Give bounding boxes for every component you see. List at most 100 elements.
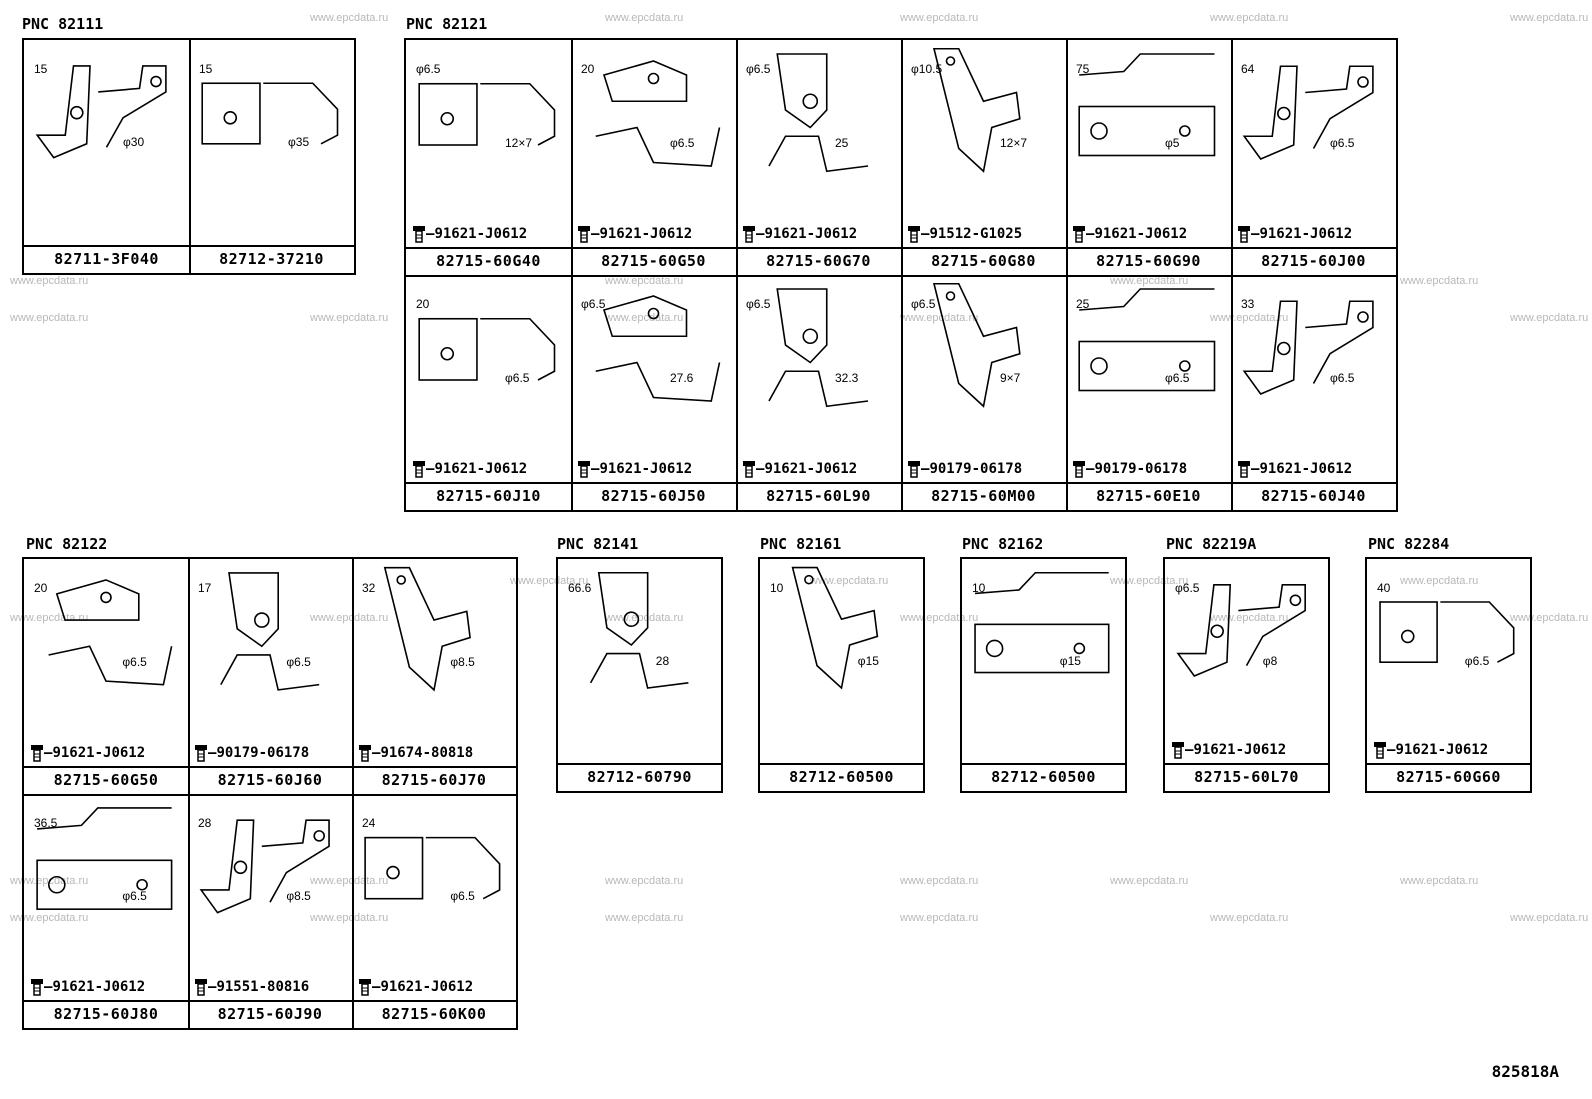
part-number[interactable]: 82715-60G60 <box>1367 763 1530 791</box>
part-number[interactable]: 82715-60G70 <box>736 247 901 275</box>
bolt-part-number[interactable]: —91621-J0612 <box>1171 741 1286 759</box>
bolt-part-number[interactable]: —91621-J0612 <box>412 225 527 243</box>
bolt-part-number[interactable]: —91621-J0612 <box>742 225 857 243</box>
part-number[interactable]: 82715-60G90 <box>1066 247 1231 275</box>
bolt-number: 90179-06178 <box>929 461 1023 477</box>
bolt-icon <box>413 461 425 478</box>
part-number[interactable]: 82715-60J50 <box>571 482 736 510</box>
pnc-82219a-label: PNC 82219A <box>1166 535 1257 553</box>
dimension-label: 32.3 <box>835 371 859 386</box>
part-number[interactable]: 82715-60G40 <box>406 247 571 275</box>
bolt-part-number[interactable]: —91621-J0612 <box>1237 460 1352 478</box>
bolt-part-number[interactable]: —90179-06178 <box>907 460 1022 478</box>
bolt-number: 91551-80816 <box>216 979 310 995</box>
bolt-part-number[interactable]: —91621-J0612 <box>30 978 145 996</box>
bolt-part-number[interactable]: —91621-J0612 <box>1237 225 1352 243</box>
bolt-icon <box>743 461 755 478</box>
part-number[interactable]: 82715-60L90 <box>736 482 901 510</box>
bolt-number: 90179-06178 <box>216 744 310 761</box>
bolt-part-number[interactable]: —91621-J0612 <box>742 460 857 478</box>
pnc-82122-label: PNC 82122 <box>26 535 108 553</box>
dimension-label: 15 <box>199 62 213 76</box>
part-number[interactable]: 82712-37210 <box>189 245 354 273</box>
bolt-part-number[interactable]: —90179-06178 <box>194 744 309 762</box>
bolt-number: 91621-J0612 <box>1094 226 1188 242</box>
part-number[interactable]: 82712-60790 <box>558 763 721 791</box>
dimension-label: 15 <box>34 62 48 76</box>
watermark: www.epcdata.ru <box>605 912 684 924</box>
bolt-number: 91621-J0612 <box>52 979 146 995</box>
bolt-part-number[interactable]: —91551-80816 <box>194 978 309 996</box>
part-number[interactable]: 82711-3F040 <box>24 245 189 273</box>
bolt-part-number[interactable]: —91621-J0612 <box>30 744 145 762</box>
part-number[interactable]: 82715-60J90 <box>188 1000 352 1028</box>
part-number[interactable]: 82715-60G50 <box>24 765 188 794</box>
part-number[interactable]: 82715-60G80 <box>901 247 1066 275</box>
watermark: www.epcdata.ru <box>310 875 389 887</box>
part-number[interactable]: 82715-60M00 <box>901 482 1066 510</box>
bolt-part-number[interactable]: —91621-J0612 <box>577 460 692 478</box>
bolt-part-number[interactable]: —91621-J0612 <box>1373 741 1488 759</box>
part-number[interactable]: 82715-60E10 <box>1066 482 1231 510</box>
part-number[interactable]: 82712-60500 <box>760 763 923 791</box>
part-drawing <box>974 571 1110 674</box>
dimension-label: 20 <box>416 297 430 311</box>
bolt-number: 91621-J0612 <box>1259 461 1353 477</box>
watermark: www.epcdata.ru <box>310 912 389 924</box>
part-number[interactable]: 82715-60K00 <box>352 1000 516 1028</box>
bolt-part-number[interactable]: —91621-J0612 <box>577 225 692 243</box>
bolt-part-number[interactable]: —91674-80818 <box>358 744 473 762</box>
part-number[interactable]: 82715-60J10 <box>406 482 571 510</box>
bolt-part-number[interactable]: —91621-J0612 <box>412 460 527 478</box>
bolt-part-number[interactable]: —91621-J0612 <box>358 978 473 996</box>
dimension-label: 12×7 <box>505 136 533 151</box>
dimension-label: φ6.5 <box>670 136 695 151</box>
part-drawing <box>1176 584 1306 677</box>
bolt-part-number[interactable]: —91512-G1025 <box>907 225 1022 243</box>
part-number[interactable]: 82715-60L70 <box>1165 763 1328 791</box>
part-number[interactable]: 82715-60J60 <box>188 765 352 794</box>
part-cell[interactable]: 28 φ8.5 —91551-80816 82715-60J90 <box>188 794 352 1029</box>
part-number[interactable]: 82715-60J80 <box>24 1000 188 1028</box>
dimension-label: φ6.5 <box>1175 581 1200 595</box>
part-drawing <box>595 60 721 167</box>
part-number[interactable]: 82715-60J40 <box>1231 482 1396 510</box>
pnc-82161-label: PNC 82161 <box>760 535 842 553</box>
part-number[interactable]: 82715-60J00 <box>1231 247 1396 275</box>
dimension-label: φ8.5 <box>286 889 311 904</box>
watermark: www.epcdata.ru <box>605 312 684 324</box>
bolt-part-number[interactable]: —90179-06178 <box>1072 460 1187 478</box>
part-number[interactable]: 82715-60G50 <box>571 247 736 275</box>
dimension-label: 12×7 <box>1000 136 1028 151</box>
dimension-label: 28 <box>198 815 212 830</box>
watermark: www.epcdata.ru <box>310 12 389 24</box>
part-number[interactable]: 82715-60J70 <box>352 765 516 794</box>
bolt-part-number[interactable]: —91621-J0612 <box>1072 225 1187 243</box>
part-number[interactable]: 82712-60500 <box>962 763 1125 791</box>
